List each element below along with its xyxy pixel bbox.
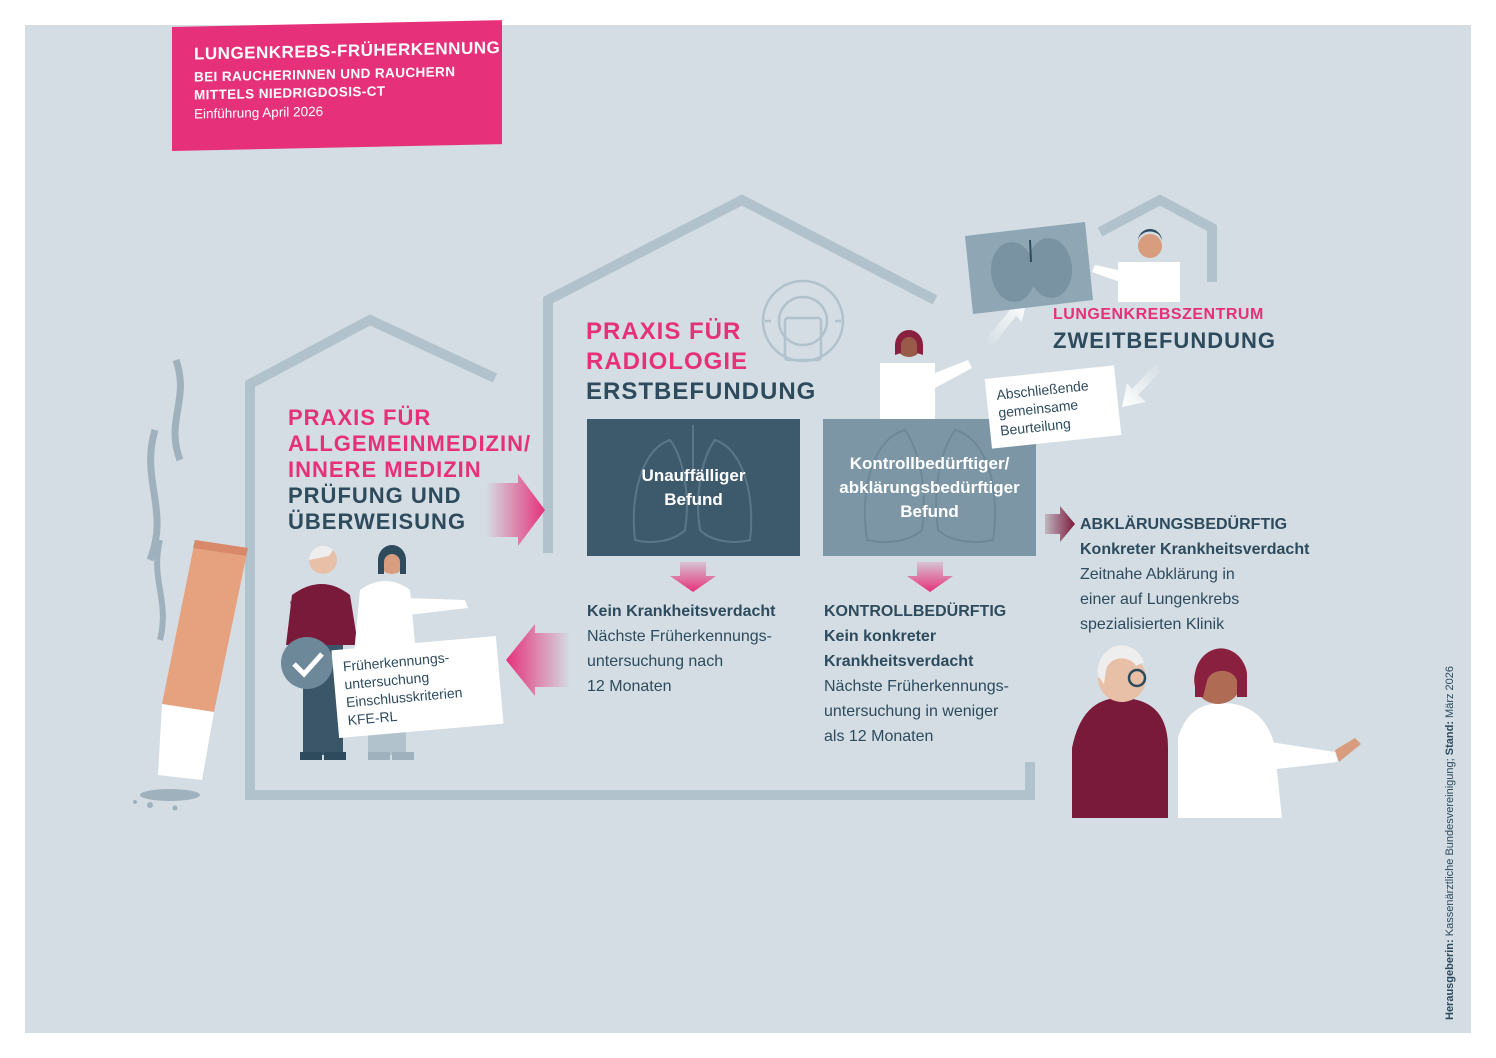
- title-line-2-3: BEI RAUCHERINNEN UND RAUCHERN MITTELS NI…: [194, 63, 455, 104]
- outcome-normal-line-2: untersuchung nach: [587, 653, 724, 670]
- credit-publisher-label: Herausgeberin:: [1444, 939, 1456, 1020]
- finding-suspect-line-2: abklärungsbedürftiger: [839, 477, 1020, 497]
- credit-date: März 2026: [1444, 665, 1456, 721]
- outcome-clarify-title: ABKLÄRUNGSBEDÜRFTIG: [1080, 516, 1288, 533]
- lung-icon: [863, 428, 997, 543]
- arrow-from-center: [1122, 364, 1162, 407]
- credit-publisher: Kassenärztliche Bundesvereinigung;: [1444, 755, 1456, 940]
- lung-icon: [632, 425, 753, 543]
- gp-heading-1: PRAXIS FÜR: [288, 405, 432, 430]
- house-outline-radiology: [543, 194, 938, 553]
- outcome-control: KONTROLLBEDÜRFTIG Kein konkreter Krankhe…: [824, 599, 1009, 749]
- clinic-doctor-figure: [1178, 648, 1361, 818]
- center-heading: LUNGENKREBSZENTRUM ZWEITBEFUNDUNG: [1053, 306, 1276, 354]
- gp-heading-2: ALLGEMEINMEDIZIN/: [288, 431, 532, 456]
- outcome-control-line-1: Nächste Früherkennungs-: [824, 678, 1009, 695]
- gp-sub-1: PRÜFUNG UND: [288, 483, 462, 508]
- title-line-4: Einführung April 2026: [194, 103, 324, 122]
- doctor-radiology-figure: [880, 330, 972, 421]
- center-assessment-card: Abschließende gemeinsame Beurteilung: [984, 365, 1122, 449]
- radiology-heading-2: RADIOLOGIE: [586, 348, 749, 375]
- title-box: LUNGENKREBS-FRÜHERKENNUNG BEI RAUCHERINN…: [172, 20, 502, 151]
- outcome-clarify: ABKLÄRUNGSBEDÜRFTIG Konkreter Krankheits…: [1080, 512, 1309, 637]
- arrow-down-control: [907, 562, 953, 592]
- outcome-clarify-line-2: einer auf Lungenkrebs: [1080, 591, 1240, 608]
- center-heading-title: LUNGENKREBSZENTRUM: [1053, 306, 1264, 323]
- arrow-to-center: [985, 298, 1027, 346]
- ct-lung-image-icon: [965, 222, 1093, 314]
- finding-normal-box: Unauffälliger Befund: [587, 419, 800, 556]
- arrow-back-to-gp: [506, 624, 570, 696]
- outcome-control-line-3: als 12 Monaten: [824, 728, 934, 745]
- checkmark-icon: [281, 637, 333, 689]
- gp-sub-2: ÜBERWEISUNG: [288, 509, 467, 534]
- finding-suspect-box: Kontrollbedürftiger/ abklärungsbedürftig…: [823, 419, 1036, 556]
- outcome-normal-line-3: 12 Monaten: [587, 678, 672, 695]
- center-sub: ZWEITBEFUNDUNG: [1053, 328, 1276, 353]
- credit-date-label: Stand:: [1444, 721, 1456, 756]
- house-outline-gp: [245, 314, 1035, 800]
- gp-heading-3: INNERE MEDIZIN: [288, 457, 482, 482]
- outcome-clarify-sub: Konkreter Krankheitsverdacht: [1080, 541, 1310, 558]
- outcome-control-line-2: untersuchung in weniger: [824, 703, 999, 720]
- outcome-control-title: KONTROLLBEDÜRFTIG: [824, 603, 1007, 620]
- outcome-control-sub-2: Krankheitsverdacht: [824, 653, 974, 670]
- finding-suspect-line-3: Befund: [900, 501, 959, 521]
- arrow-down-normal: [670, 562, 716, 592]
- arrow-to-clarify: [1045, 506, 1075, 542]
- outcome-normal: Kein Krankheitsverdacht Nächste Früherke…: [587, 599, 776, 699]
- finding-suspect-line-1: Kontrollbedürftiger/: [849, 453, 1010, 473]
- doctor-center-figure: [1092, 228, 1180, 302]
- outcome-clarify-line-3: spezialisierten Klinik: [1080, 616, 1225, 633]
- gp-criteria-card: Früherkennungs- untersuchung Einschlussk…: [331, 635, 504, 739]
- outcome-normal-title: Kein Krankheitsverdacht: [587, 603, 776, 620]
- title-line-1: LUNGENKREBS-FRÜHERKENNUNG: [194, 38, 501, 64]
- cigarette-icon: [133, 358, 248, 811]
- outcome-normal-line-1: Nächste Früherkennungs-: [587, 628, 772, 645]
- gp-practice-heading: PRAXIS FÜR ALLGEMEINMEDIZIN/ INNERE MEDI…: [288, 405, 531, 535]
- house-outline-center: [1097, 194, 1217, 282]
- arrow-gp-to-radiology: [486, 474, 545, 546]
- radiology-heading-1: PRAXIS FÜR: [586, 318, 742, 345]
- outcome-clarify-line-1: Zeitnahe Abklärung in: [1080, 566, 1235, 583]
- radiology-heading: PRAXIS FÜR RADIOLOGIE ERSTBEFUNDUNG: [586, 317, 816, 407]
- publisher-credit: Herausgeberin: Kassenärztliche Bundesver…: [1444, 666, 1456, 1020]
- finding-normal-line-1: Unauffälliger: [641, 465, 746, 485]
- clinic-patient-figure: [1072, 645, 1168, 818]
- radiology-sub: ERSTBEFUNDUNG: [586, 378, 817, 405]
- ct-scanner-icon: [761, 279, 845, 363]
- outcome-control-sub-1: Kein konkreter: [824, 628, 937, 645]
- finding-normal-line-2: Befund: [664, 489, 723, 509]
